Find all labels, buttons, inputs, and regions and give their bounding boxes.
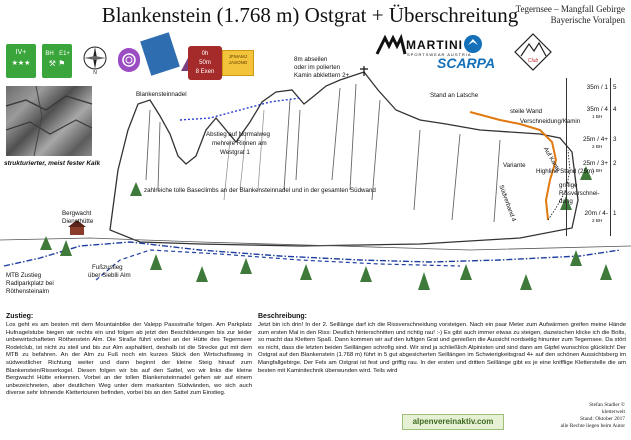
pitch-number: 2: [613, 160, 617, 167]
pitch-length: 35m / 1: [586, 84, 608, 91]
label-abseilen-3: Kamin abklettern 2+: [294, 72, 350, 79]
difficulty-label: IV+: [15, 49, 27, 56]
martini-wordmark: MARTINI: [406, 38, 463, 52]
footer-author: Stefan Stadler ©: [589, 402, 625, 408]
pitch-number: 4: [613, 106, 617, 113]
beschreibung-body: Jetzt bin ich drin! In der 2. Seillänge …: [258, 322, 626, 374]
label-mtb-3: Röthensteinalm: [6, 288, 49, 295]
label-griffige-2: Rissverschnei-: [559, 190, 600, 197]
pitch-grade: 2 BH: [592, 218, 603, 223]
region-line-1: Tegernsee – Mangfall Gebirge: [515, 4, 625, 14]
bolt-icon: ⚒ ⚑: [48, 59, 66, 68]
rock-photo: [5, 85, 93, 157]
label-blankensteinnadel: Blankensteinnadel: [136, 91, 187, 98]
season-badge: JFMAMJ JASOND: [222, 50, 254, 76]
martini-logo-icon: [375, 33, 407, 56]
pitch-grade: 1 BH: [592, 114, 603, 119]
label-fusszustieg-2: über Sieblli Alm: [88, 272, 131, 279]
info-length: 50m: [199, 60, 211, 66]
label-abstieg-2: mehrere Rinnen am: [212, 140, 267, 147]
footer-rights: alle Rechte liegen beim Autor: [560, 423, 625, 429]
label-griffige-3: dung: [559, 198, 573, 205]
label-abseilen-2: oder im polierten: [294, 64, 341, 71]
bh-label: BH: [45, 51, 54, 57]
label-stand-latsche: Stand an Latsche: [430, 92, 479, 99]
rope-icon: [118, 48, 140, 72]
club-wordmark: Club: [527, 58, 539, 64]
info-time: 0h: [201, 51, 209, 57]
beschreibung-heading: Beschreibung:: [258, 313, 308, 320]
topo-drawing: [0, 66, 631, 290]
label-variante: Variante: [503, 162, 526, 169]
e1-label: E1+: [59, 51, 70, 57]
difficulty-badge: IV+ ★★★: [6, 44, 36, 78]
zustieg-body: Los geht es am besten mit dem Mountainbi…: [6, 322, 252, 397]
pitch-number-column: [610, 78, 621, 236]
pitch-grade: 2 BH: [592, 144, 603, 149]
label-bergwacht-1: Bergwacht: [62, 210, 92, 217]
compass-icon: N: [82, 44, 108, 76]
info-quickdraws: 8 Exen: [195, 69, 215, 75]
info-badge: 0h 50m 8 Exen: [188, 46, 222, 80]
season-label: JFMAMJ JASOND: [228, 54, 248, 65]
label-steile-wand: steile Wand: [510, 108, 543, 115]
region-line-2: Bayerische Voralpen: [550, 15, 625, 25]
label-abstieg-3: Westgrat 1: [220, 149, 250, 156]
pitch-length: 25m / 4+: [582, 136, 608, 143]
label-abstieg-1: Abstieg auf Normalweg: [206, 131, 270, 138]
footer-date: Stand: Oktober 2017: [580, 416, 625, 422]
label-baseclimbs: zahlreiche tolle Baseclimbs an der Blank…: [144, 187, 376, 194]
label-abseilen-1: 8m abseilen: [294, 56, 328, 63]
photo-caption: strukturierter, meist fester Kalk: [4, 160, 101, 167]
page-title: Blankenstein (1.768 m) Ostgrat + Übersch…: [101, 3, 519, 27]
club-logo: Club: [513, 32, 553, 72]
pitch-number: 5: [613, 84, 617, 91]
pitch-number: 3: [613, 136, 617, 143]
pitch-grade: 1 BH: [592, 168, 603, 173]
scarpa-logo-icon: [463, 34, 483, 54]
pitch-length: 20m / 4-: [584, 210, 608, 217]
protection-badge: BH E1+ ⚒ ⚑: [42, 44, 72, 78]
stars-icon: ★★★: [11, 60, 31, 67]
label-mtb-1: MTB Zustieg: [6, 272, 42, 279]
label-bergwacht-2: Diensthütte: [62, 218, 94, 225]
label-verschneidung: Verschneidung/Kamin: [520, 118, 581, 125]
label-griffige-1: griffige: [559, 182, 578, 189]
scarpa-wordmark: SCARPA: [437, 55, 496, 71]
pitch-length: 25m / 3+: [582, 160, 608, 167]
pitch-scale: [566, 78, 611, 236]
footer-author-site: kletterwelt: [601, 409, 625, 415]
label-highline: Highline Stand (25m): [536, 168, 595, 175]
zustieg-heading: Zustieg:: [6, 313, 34, 320]
label-fusszustieg-1: Fußzustieg: [92, 264, 123, 271]
alpenverein-link[interactable]: alpenvereinaktiv.com: [402, 414, 504, 430]
compass-label: N: [93, 70, 97, 74]
pitch-length: 35m / 4: [586, 106, 608, 113]
label-mtb-2: Radlparkplatz bei: [6, 280, 54, 287]
pitch-number: 1: [613, 210, 617, 217]
martini-subline: SPORTSWEAR AUSTRIA: [407, 52, 472, 57]
